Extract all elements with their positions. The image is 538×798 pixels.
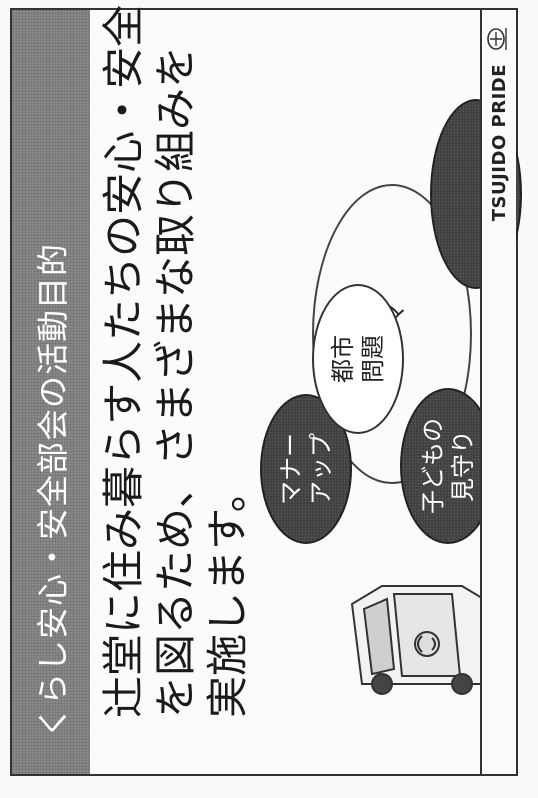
title-bar: くらし安心・安全部会の活動目的 [12, 10, 90, 774]
body-line-2: を図るため、さまざまな取り組みを [151, 45, 200, 718]
theme-item-child-line-2: 見守り [449, 430, 477, 502]
theme-item-urban-issues: 都市 問題 [312, 284, 404, 434]
footer-brand-text: TSUJIDO PRIDE [488, 64, 510, 222]
slide-body: 辻堂に住み暮らす人たちの安心・安全 を図るため、さまざまな取り組みを 実施します… [98, 4, 254, 718]
tsujido-logo-icon [487, 28, 507, 50]
theme-item-urban-line-1: 都市 [329, 335, 357, 383]
patrol-car-illustration [350, 585, 494, 695]
body-line-1: 辻堂に住み暮らす人たちの安心・安全 [99, 4, 148, 718]
theme-item-manners-line-2: アップ [307, 433, 335, 505]
slide-footer: TSUJIDO PRIDE [480, 10, 516, 774]
theme-item-manners-line-1: マナー [277, 433, 305, 505]
slide-title: くらし安心・安全部会の活動目的 [34, 242, 72, 738]
theme-item-child-line-1: 子どもの [419, 418, 447, 514]
body-line-3: 実施します。 [203, 470, 252, 718]
theme-item-urban-line-2: 問題 [359, 335, 387, 383]
slide-frame: くらし安心・安全部会の活動目的 辻堂に住み暮らす人たちの安心・安全 を図るため、… [10, 4, 522, 776]
